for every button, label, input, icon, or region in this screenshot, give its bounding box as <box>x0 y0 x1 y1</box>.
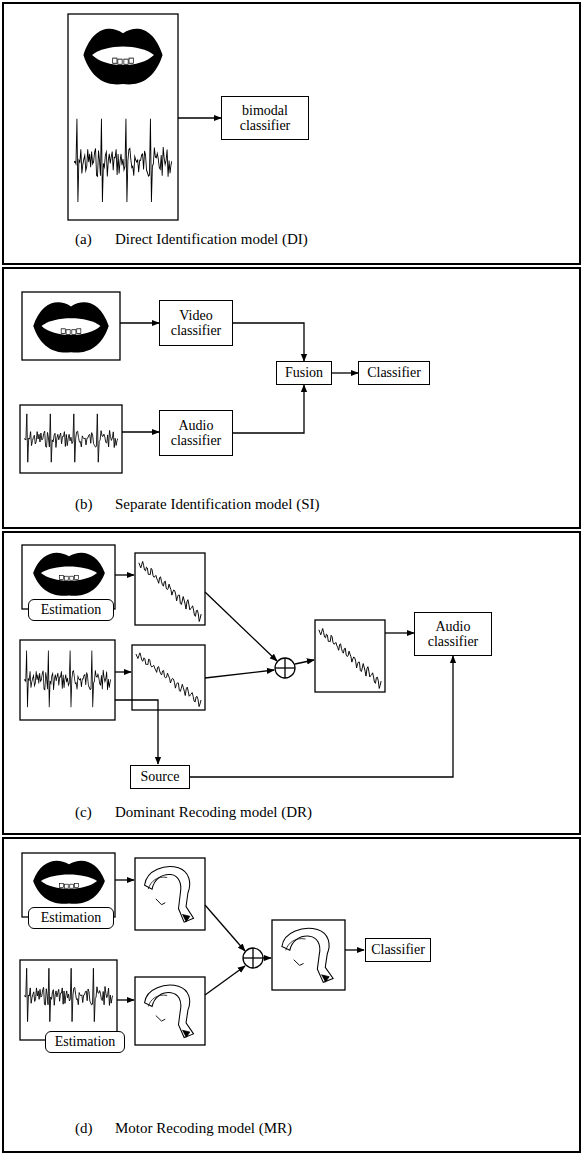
panel-caption: Motor Recoding model (MR) <box>115 1120 292 1137</box>
box-label: bimodal classifier <box>226 103 304 134</box>
model-panel: (a) Direct Identification model (DI) bimod… <box>2 2 581 265</box>
process-box: Audio classifier <box>159 410 233 456</box>
model-panel: (c) Dominant Recoding model (DR) Estimatio… <box>2 531 581 835</box>
process-box: Audio classifier <box>414 612 492 656</box>
box-label: Audio classifier <box>164 418 228 449</box>
panel-letter: (d) <box>75 1120 93 1137</box>
process-box: bimodal classifier <box>221 96 309 140</box>
connector-arrow <box>190 656 453 777</box>
model-panel: (d)Motor Recoding model (MR)EstimationEs… <box>2 837 581 1153</box>
estimation-box: Estimation <box>28 599 114 620</box>
box-label: Source <box>141 769 180 784</box>
box-label: Estimation <box>41 602 102 617</box>
estimation-box: Estimation <box>28 907 114 928</box>
process-box: Fusion <box>276 361 332 385</box>
panel-caption: Dominant Recoding model (DR) <box>115 804 312 821</box>
panel-letter: (c) <box>75 804 92 821</box>
panel-caption: Separate Identification model (SI) <box>115 496 320 513</box>
estimation-box: Estimation <box>45 1031 125 1052</box>
box-label: Video classifier <box>164 308 228 339</box>
connector-arrow <box>233 385 304 433</box>
box-label: Estimation <box>41 910 102 925</box>
process-box: Source <box>130 765 190 789</box>
connector-arrow <box>233 323 304 361</box>
process-box: Classifier <box>358 361 430 385</box>
process-box: Video classifier <box>159 300 233 346</box>
box-label: Classifier <box>367 365 421 380</box>
model-panel: (b) Separate Identification model (SI) Vid… <box>2 267 581 529</box>
process-box: Classifier <box>365 938 431 962</box>
connector-arrow <box>332 372 358 373</box>
box-label: Classifier <box>371 942 425 957</box>
box-label: Estimation <box>55 1034 116 1049</box>
box-label: Audio classifier <box>419 619 487 650</box>
panel-letter: (a) <box>75 231 92 248</box>
panel-caption: Direct Identification model (DI) <box>115 231 308 248</box>
box-label: Fusion <box>285 365 323 380</box>
panel-letter: (b) <box>75 496 93 513</box>
